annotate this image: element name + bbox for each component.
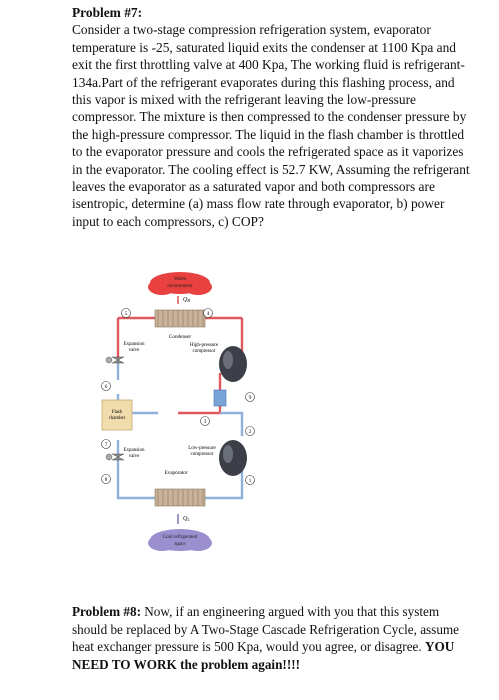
state-9: 9 xyxy=(249,395,252,401)
problem-8-emphasis: YOU NEED TO WORK the problem again!!!! xyxy=(72,639,455,672)
state-3: 3 xyxy=(204,419,207,425)
condenser-label: Condenser xyxy=(169,334,191,340)
cold-space-label-2: space xyxy=(174,542,186,547)
state-4: 4 xyxy=(207,311,210,317)
state-6: 6 xyxy=(105,384,108,390)
state-7: 7 xyxy=(105,442,108,448)
expansion-valve-2 xyxy=(105,453,125,461)
low-pressure-compressor xyxy=(219,440,247,476)
problem-8: Problem #8: Now, if an engineering argue… xyxy=(72,603,467,673)
problem-7-heading: Problem #7: xyxy=(72,5,143,20)
exp2-label-1: Expansion xyxy=(123,448,145,453)
state-8: 8 xyxy=(105,477,108,483)
cold-space-cloud: Cold refrigerated space xyxy=(148,529,212,551)
warm-environment-cloud: Warm environment xyxy=(148,272,212,295)
exp1-label-2: valve xyxy=(129,348,141,353)
problem-8-text: Now, if an engineering argued with you t… xyxy=(72,604,460,655)
qh-label: QH xyxy=(183,297,191,303)
flash-label-1: Flash xyxy=(112,410,123,415)
hp-comp-label-1: High-pressure xyxy=(190,343,219,348)
state-5: 5 xyxy=(125,311,128,317)
lp-comp-label-1: Low-pressure xyxy=(188,446,216,451)
condenser-coil xyxy=(154,309,206,328)
mixing-chamber xyxy=(213,389,227,407)
state-2: 2 xyxy=(249,429,252,435)
warm-env-label-2: environment xyxy=(167,284,193,289)
flash-label-2: chamber xyxy=(109,416,126,421)
exp2-label-2: valve xyxy=(129,454,141,459)
warm-env-label-1: Warm xyxy=(174,277,186,282)
evaporator-coil xyxy=(154,488,206,507)
cold-space-label-1: Cold refrigerated xyxy=(163,535,198,540)
two-stage-refrigeration-figure: Warm environment QH Condenser High-press… xyxy=(100,268,260,558)
problem-7: Problem #7: Consider a two-stage compres… xyxy=(72,4,472,230)
high-pressure-compressor xyxy=(219,346,247,382)
expansion-valve-1 xyxy=(105,356,125,364)
flash-chamber: Flash chamber xyxy=(101,399,133,431)
problem-7-text: Consider a two-stage compression refrige… xyxy=(72,22,470,229)
problem-8-heading: Problem #8: xyxy=(72,604,141,619)
state-1: 1 xyxy=(249,478,252,484)
hp-comp-label-2: compressor xyxy=(192,349,215,354)
ql-label: QL xyxy=(183,516,190,522)
exp1-label-1: Expansion xyxy=(123,342,145,347)
evaporator-label: Evaporator xyxy=(164,470,187,476)
lp-comp-label-2: compressor xyxy=(190,452,213,457)
